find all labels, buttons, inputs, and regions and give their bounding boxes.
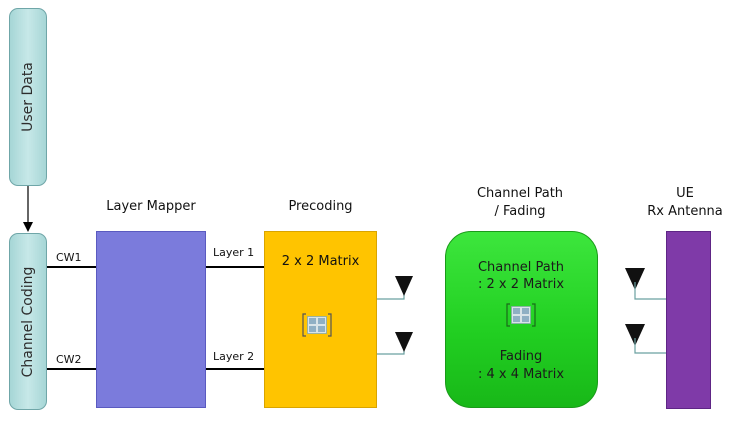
tx-antennas (377, 276, 413, 355)
user-data-label: User Data (20, 62, 36, 132)
precoding-box: 2 x 2 Matrix (264, 231, 377, 408)
user-data-box: User Data (9, 8, 47, 186)
antenna-icon (625, 268, 645, 290)
ue-title-1: UE (676, 186, 694, 201)
channel-path-line2: : 2 x 2 Matrix (477, 277, 565, 292)
channel-path-title-2: / Fading (494, 204, 546, 219)
rx-antennas (625, 268, 666, 354)
precoding-title: Precoding (288, 199, 353, 214)
layer2-label: Layer 2 (213, 350, 255, 363)
layer-mapper-box (96, 231, 206, 408)
channel-coding-box: Channel Coding (9, 233, 47, 410)
channel-path-line1: Channel Path (477, 260, 565, 275)
layer-mapper-title: Layer Mapper (106, 199, 196, 214)
channel-coding-label: Channel Coding (20, 266, 36, 377)
antenna-icon (625, 324, 645, 346)
fading-line2: : 4 x 4 Matrix (477, 367, 565, 382)
cw1-line (47, 266, 96, 268)
channel-path-title-1: Channel Path (476, 186, 564, 201)
matrix-icon (506, 303, 536, 327)
cw2-line (47, 368, 96, 370)
rx-antenna-box (666, 231, 711, 409)
channel-path-box: Channel Path : 2 x 2 Matrix Fading : 4 x… (445, 231, 598, 408)
layer2-line (206, 368, 264, 370)
flow-arrow (23, 186, 33, 232)
layer1-line (206, 266, 264, 268)
cw2-label: CW2 (56, 353, 82, 366)
ue-title-2: Rx Antenna (647, 204, 723, 219)
antenna-icon (395, 276, 413, 296)
layer1-label: Layer 1 (213, 246, 255, 259)
precoding-matrix-label: 2 x 2 Matrix (281, 254, 360, 269)
fading-line1: Fading (499, 349, 543, 364)
matrix-icon (302, 313, 332, 337)
cw1-label: CW1 (56, 251, 82, 264)
antenna-icon (395, 332, 413, 352)
